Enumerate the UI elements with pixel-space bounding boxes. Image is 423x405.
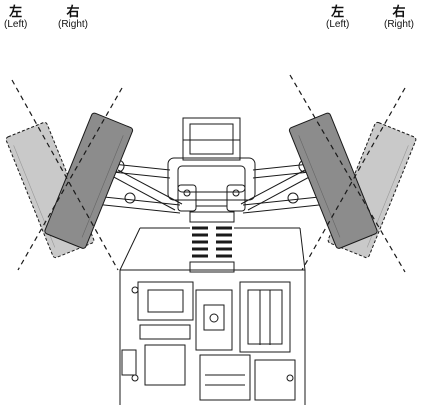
left-wheel-group (5, 79, 134, 271)
label-left-front-right: 左 (Left) (326, 6, 349, 30)
right-axis-line-a (289, 74, 406, 273)
right-axis-line-b (301, 87, 406, 271)
label-right-zh: 右 (392, 5, 406, 20)
label-right-front-right: 右 (Right) (384, 6, 414, 30)
label-left-front-left: 左 (Left) (4, 6, 27, 30)
top-tower (182, 117, 241, 161)
label-left-zh: 左 (331, 5, 345, 20)
right-wheel-group (288, 74, 417, 273)
top-tower-inner (189, 123, 234, 155)
left-axis-line-a (11, 79, 119, 271)
label-plate (139, 324, 191, 340)
receiver-box (137, 281, 194, 321)
label-left-en: (Left) (326, 18, 350, 30)
right-wheel-position-dark (288, 112, 378, 249)
steering-links (177, 184, 246, 212)
shock-springs (189, 211, 235, 273)
label-right-zh: 右 (66, 5, 80, 20)
label-right-en: (Right) (58, 18, 89, 30)
servo (195, 289, 233, 351)
left-wheel-position-dark (44, 112, 134, 249)
right-component-block (239, 281, 291, 353)
label-right-en: (Right) (384, 18, 415, 30)
bottom-left-module (144, 344, 186, 386)
label-right-front-left: 右 (Right) (58, 6, 88, 30)
center-block (167, 157, 256, 201)
lower-chassis (119, 227, 306, 405)
label-left-zh: 左 (9, 5, 23, 20)
left-axis-line-b (17, 87, 123, 271)
label-left-en: (Left) (4, 18, 28, 30)
